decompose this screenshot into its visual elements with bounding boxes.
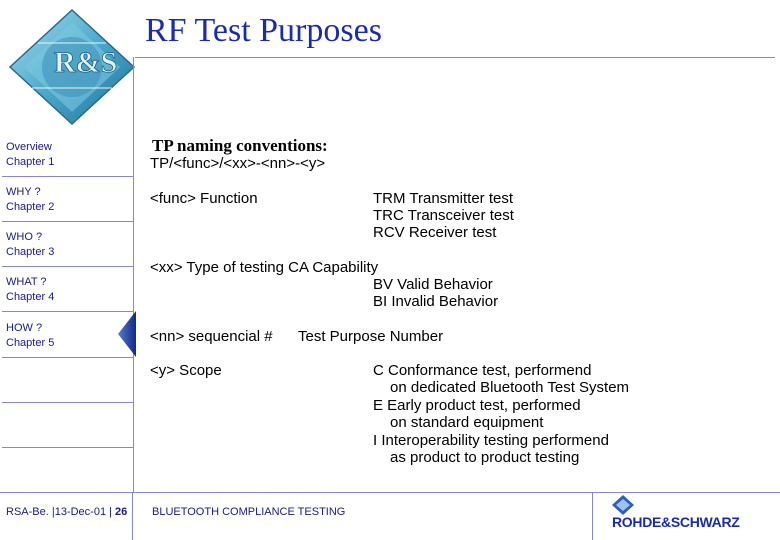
sidebar-item-overview[interactable]: Overview Chapter 1 [6,140,134,170]
y-value: on dedicated Bluetooth Test System [390,379,630,396]
sidebar-item-label: WHO ? [6,231,43,243]
sidebar-item-chapter: Chapter 2 [6,201,55,213]
sidebar-divider [2,311,133,312]
func-value: TRC Transceiver test [373,207,514,224]
nn-value: Test Purpose Number [298,328,444,345]
sidebar-divider [2,402,133,403]
y-value: I Interoperability testing performend [373,432,609,449]
svg-text:R&S: R&S [54,46,117,79]
page-number: 26 [115,506,128,518]
rs-brand-icon [612,495,634,515]
xx-label: <xx> Type of testing CA Capability [150,259,379,276]
sidebar-item-who[interactable]: WHO ? Chapter 3 [6,230,134,260]
title-divider [135,57,775,58]
footer-title: BLUETOOTH COMPLIANCE TESTING [152,506,346,518]
sidebar-divider [2,357,133,358]
sidebar-divider [2,266,133,267]
sidebar-item-label: HOW ? [6,322,43,334]
footer-info: RSA-Be. |13-Dec-01 | 26 [6,506,127,518]
y-value: C Conformance test, performend [373,362,592,379]
sidebar-item-label: WHAT ? [6,276,47,288]
brand-logo: ROHDE&SCHWARZ [612,514,740,530]
sidebar-item-chapter: Chapter 4 [6,291,55,303]
sidebar-divider [2,176,133,177]
footer-date: RSA-Be. |13-Dec-01 | [6,506,112,518]
footer-divider [0,492,780,493]
sidebar-divider [2,447,133,448]
y-label: <y> Scope [150,362,222,379]
sidebar-divider [2,221,133,222]
sidebar-item-chapter: Chapter 3 [6,246,55,258]
sidebar-item-label: Overview [6,141,52,153]
footer-divider [592,492,593,540]
y-value: on standard equipment [390,414,544,431]
func-value: RCV Receiver test [373,224,497,241]
section-heading: TP naming conventions: [152,136,328,155]
footer-divider [132,492,133,540]
xx-value: BI Invalid Behavior [373,293,499,310]
xx-value: BV Valid Behavior [373,276,493,293]
sidebar-divider [133,57,134,492]
sidebar-item-chapter: Chapter 5 [6,337,55,349]
nn-label: <nn> sequencial # [150,328,273,345]
y-value: E Early product test, performed [373,397,581,414]
rs-logo-icon: R&S [8,8,136,126]
sidebar-item-what[interactable]: WHAT ? Chapter 4 [6,275,134,305]
sidebar-item-how[interactable]: HOW ? Chapter 5 [6,321,134,351]
active-chapter-pointer-icon [118,311,136,357]
func-value: TRM Transmitter test [373,190,514,207]
y-value: as product to product testing [390,449,580,466]
sidebar-item-label: WHY ? [6,186,41,198]
sidebar-item-chapter: Chapter 1 [6,156,55,168]
sidebar-item-why[interactable]: WHY ? Chapter 2 [6,185,134,215]
naming-pattern: TP/<func>/<xx>-<nn>-<y> [150,155,326,172]
page-title: RF Test Purposes [145,12,382,49]
func-label: <func> Function [150,190,258,207]
